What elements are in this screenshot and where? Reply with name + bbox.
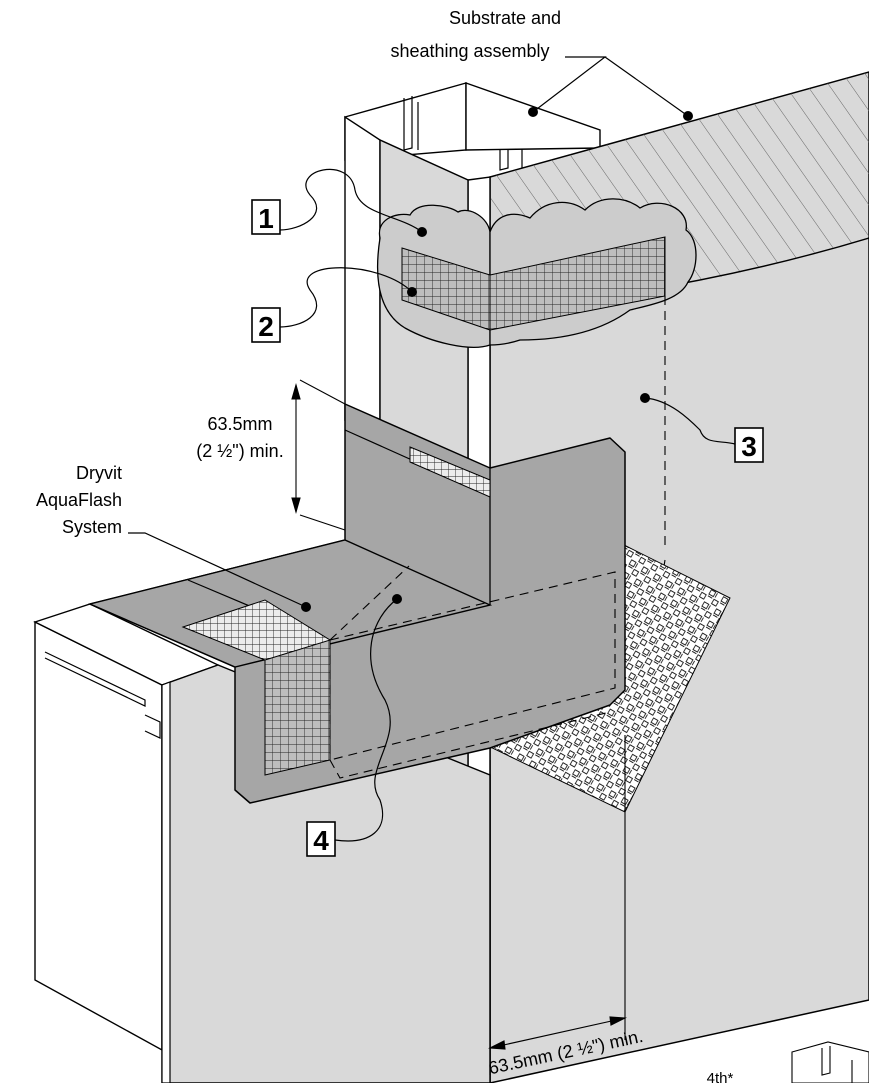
step-number-2: 2 xyxy=(258,311,274,342)
step-box-3: 3 xyxy=(734,427,764,463)
vertical-dimension xyxy=(291,379,346,531)
vertical-dimension-label-line2: (2 ½") min. xyxy=(196,441,283,461)
vertical-dimension-label-line1: 63.5mm xyxy=(207,414,272,434)
step-number-4: 4 xyxy=(313,825,329,856)
aquaflash-label-line3: System xyxy=(62,517,122,537)
leader-lines xyxy=(128,56,736,842)
aquaflash-label-line2: AquaFlash xyxy=(36,490,122,510)
stud-column xyxy=(344,82,601,421)
horizontal-dimension xyxy=(487,735,628,1075)
step-box-4: 4 xyxy=(306,821,336,857)
window-opening xyxy=(33,603,491,1084)
flashing-dashed-outline xyxy=(329,565,616,779)
inset-partial-label: 4th* xyxy=(707,1070,734,1083)
aquaflash-label-line1: Dryvit xyxy=(76,463,122,483)
step-number-1: 1 xyxy=(258,203,274,234)
step-box-2: 2 xyxy=(251,307,281,343)
aquaflash-membrane xyxy=(87,403,626,804)
step-number-3: 3 xyxy=(741,431,757,462)
substrate-label-line2: sheathing assembly xyxy=(390,41,549,61)
substrate-label-line1: Substrate and xyxy=(449,8,561,28)
step-box-1: 1 xyxy=(251,199,281,235)
inset-thumbnail xyxy=(791,1041,869,1084)
leader-dots xyxy=(301,107,693,612)
